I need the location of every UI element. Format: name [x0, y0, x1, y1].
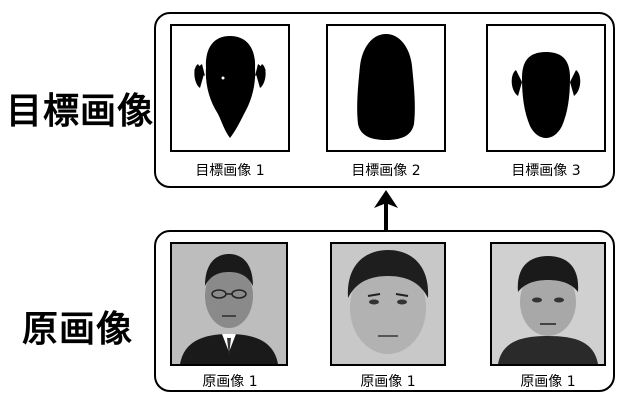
- target-image-2: [326, 24, 446, 152]
- original-caption-1: 原画像 1: [202, 374, 258, 390]
- face-silhouette-icon: [357, 34, 415, 140]
- original-caption-3: 原画像 1: [520, 374, 576, 390]
- original-images-label: 原画像: [22, 309, 134, 350]
- original-image-2: [330, 242, 446, 366]
- face-silhouette-icon: [511, 52, 581, 138]
- target-caption-2: 目標画像 2: [351, 163, 421, 179]
- face-photo-icon: [492, 244, 604, 364]
- face-silhouette-icon: [194, 36, 266, 138]
- target-image-3: [486, 24, 606, 152]
- target-images-label: 目標画像: [6, 91, 155, 132]
- face-photo-icon: [172, 244, 286, 364]
- target-images-panel: 目標画像 1 目標画像 2 目標画像 3: [154, 12, 615, 188]
- face-photo-icon: [332, 244, 444, 364]
- target-image-1: [170, 24, 290, 152]
- original-image-3: [490, 242, 606, 366]
- original-caption-2: 原画像 1: [360, 374, 416, 390]
- original-images-panel: 原画像 1 原画像 1 原画像 1: [154, 230, 615, 392]
- target-caption-1: 目標画像 1: [195, 163, 265, 179]
- target-caption-3: 目標画像 3: [511, 163, 581, 179]
- arrow-up-icon: [374, 190, 398, 230]
- original-image-1: [170, 242, 288, 366]
